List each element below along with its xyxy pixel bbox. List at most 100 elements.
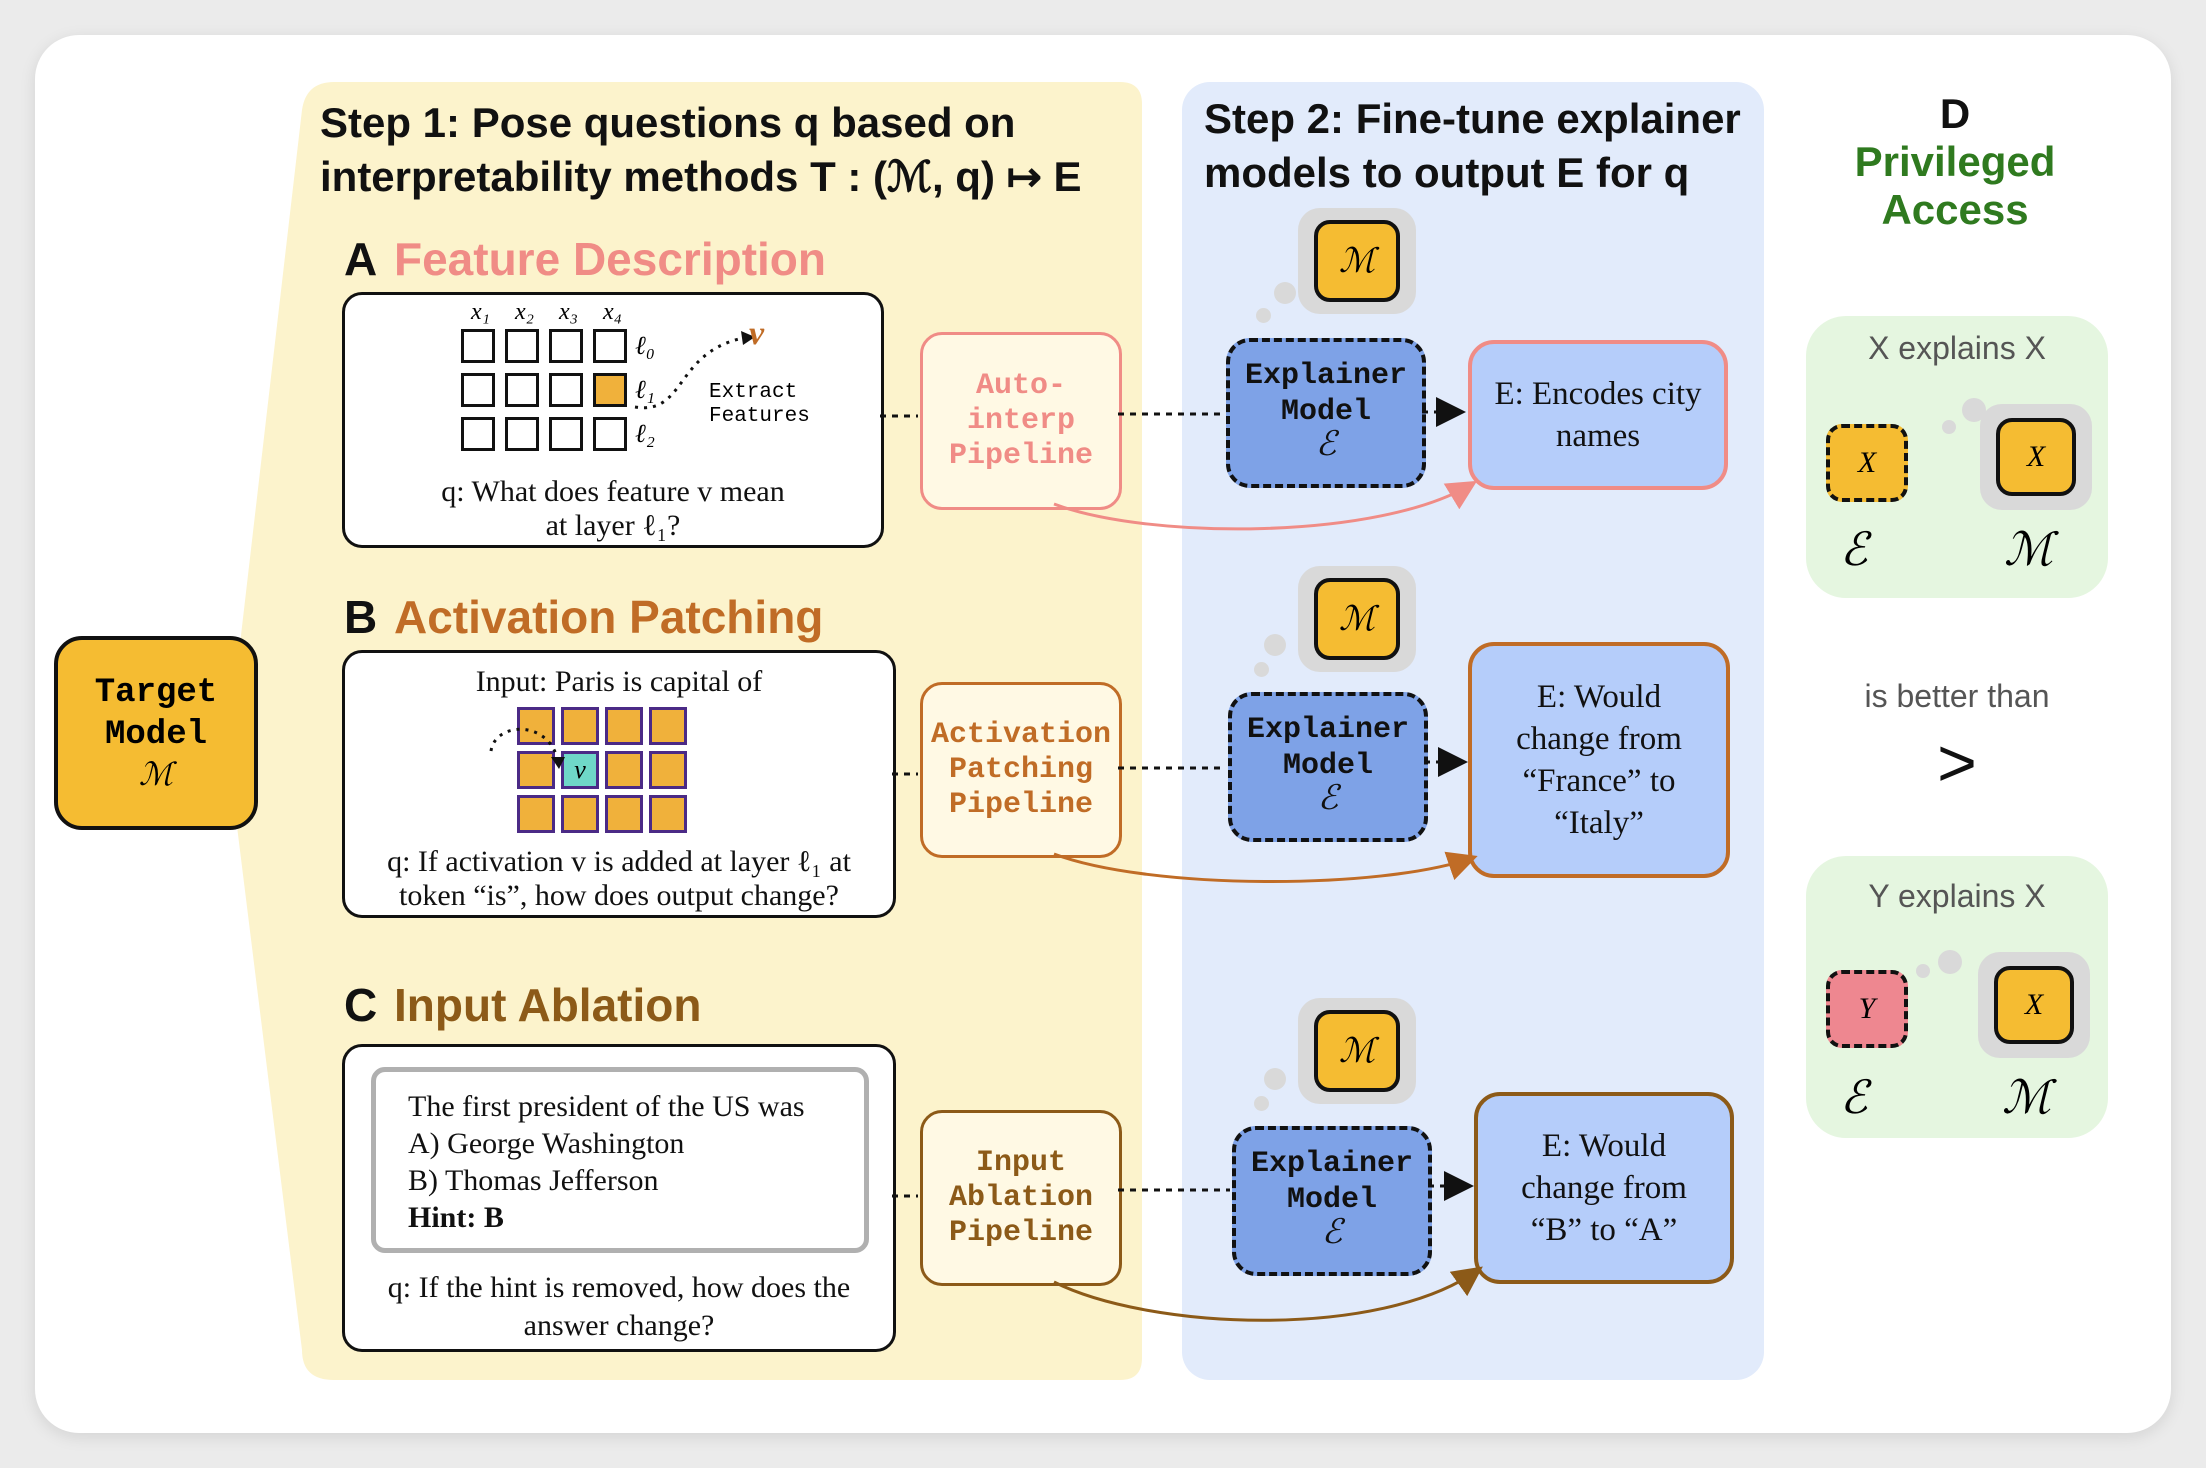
thought-dot (1938, 950, 1962, 974)
explainer-line1: Explainer (1250, 1147, 1414, 1181)
extract-arrow (634, 331, 755, 410)
section-b-explanation: E: Would change from “France” to “Italy” (1468, 642, 1730, 878)
section-b-question-box: Input: Paris is capital of v q: If activ… (342, 650, 896, 918)
thought-dot (1916, 964, 1930, 978)
explainer-line2: Model (1280, 395, 1371, 429)
bottom-explainer-box: Y (1826, 970, 1908, 1048)
step1-title-line1: Step 1: Pose questions q based on (320, 99, 1016, 146)
explainer-symbol: ℰ (1317, 780, 1339, 817)
top-explainer-symbol: ℰ (1840, 524, 1868, 575)
grid-cell (505, 329, 539, 363)
explainer-symbol: ℰ (1315, 426, 1337, 463)
activation-cell (605, 707, 643, 745)
panel-d-top-card: X explains X X X ℰ ℳ (1806, 316, 2108, 598)
extract-label-line2: Features (709, 405, 810, 428)
section-c-explainer-model[interactable]: Explainer Model ℰ (1232, 1126, 1432, 1276)
section-c-question-box: The first president of the US was A) Geo… (342, 1044, 896, 1352)
activation-cell (561, 707, 599, 745)
patching-pipeline-line2: Patching (948, 752, 1094, 787)
section-b-explanation-line3: “France” to (1522, 763, 1676, 799)
grid-cell (549, 373, 583, 407)
section-a-question-line1: q: What does feature v mean (441, 475, 785, 508)
activation-patching-pipeline[interactable]: Activation Patching Pipeline (920, 682, 1122, 858)
section-a-title: Feature Description (394, 233, 826, 285)
section-c-question-line1: q: If the hint is removed, how does the (387, 1271, 851, 1304)
thought-dot (1274, 282, 1296, 304)
thought-dot (1254, 1096, 1269, 1111)
activation-cell (649, 795, 687, 833)
input-ablation-pipeline[interactable]: Input Ablation Pipeline (920, 1110, 1122, 1286)
section-c-explanation-line1: E: Would (1541, 1128, 1667, 1164)
autointerp-pipeline[interactable]: Auto- interp Pipeline (920, 332, 1122, 510)
extract-label-line1: Extract (709, 381, 798, 404)
section-a-model-symbol: ℳ (1338, 243, 1376, 280)
thought-dot (1942, 420, 1956, 434)
grid-cell (549, 417, 583, 451)
activation-cell (605, 751, 643, 789)
grid-col-label-2: x₂ (515, 299, 534, 325)
grid-row-label-2: ℓ₂ (635, 419, 655, 448)
thought-dot (1254, 662, 1269, 677)
grid-col-label-1: x₁ (471, 299, 490, 325)
section-c-title: Input Ablation (394, 979, 702, 1031)
grid-cell-highlighted (593, 373, 627, 407)
section-b-explanation-line1: E: Would (1536, 679, 1662, 715)
section-a-explanation-line1: E: Encodes city (1494, 376, 1702, 412)
feature-vector-v: v (749, 315, 765, 352)
bottom-explainer-label: Y (1858, 992, 1876, 1025)
grid-col-label-3: x₃ (559, 299, 578, 325)
patched-vector-v: v (574, 755, 586, 784)
section-b-explainer-model[interactable]: Explainer Model ℰ (1228, 692, 1428, 842)
bottom-caption: Y explains X (1868, 878, 2046, 914)
section-a-explanation: E: Encodes city names (1468, 340, 1728, 490)
section-a-letter: A (344, 233, 378, 285)
grid-cell (505, 417, 539, 451)
step1-title: Step 1: Pose questions q based on interp… (320, 96, 1081, 204)
top-model-label: X (2026, 440, 2046, 473)
step2-title-line1: Step 2: Fine-tune explainer (1204, 95, 1741, 142)
prompt-box: The first president of the US was A) Geo… (371, 1067, 869, 1253)
section-c-model-symbol: ℳ (1338, 1033, 1376, 1070)
prompt-line3: B) Thomas Jefferson (408, 1164, 659, 1197)
ablation-pipeline-line3: Pipeline (948, 1215, 1094, 1250)
panel-d-title-line1: Privileged (1854, 138, 2056, 185)
section-a-question-line2: at layer ℓ₁? (545, 509, 681, 542)
section-c-model-icon: ℳ (1298, 998, 1416, 1104)
grid-cell (461, 373, 495, 407)
grid-row-label-1: ℓ₁ (635, 375, 655, 404)
panel-d-header: D Privileged Access (1810, 90, 2100, 234)
ablation-pipeline-line1: Input (975, 1145, 1066, 1180)
section-b-model-icon: ℳ (1298, 566, 1416, 672)
autointerp-pipeline-line1: Auto- (975, 368, 1066, 403)
target-model-box[interactable]: Target Model ℳ (54, 636, 258, 830)
explainer-line2: Model (1282, 749, 1373, 783)
prompt-line1: The first president of the US was (408, 1090, 805, 1123)
grid-cell (549, 329, 583, 363)
comparison-caption: is better than (1864, 678, 2050, 714)
bottom-model-icon: X (1978, 952, 2090, 1058)
section-b-explanation-line2: change from (1516, 721, 1682, 757)
section-c-explanation: E: Would change from “B” to “A” (1474, 1092, 1734, 1284)
section-b-question-line1: q: If activation v is added at layer ℓ₁ … (387, 845, 851, 878)
bottom-model-symbol: ℳ (2002, 1072, 2052, 1123)
section-b-input-text: Input: Paris is capital of (475, 665, 763, 698)
extract-features-label: Extract Features (709, 381, 810, 429)
explainer-line2: Model (1286, 1183, 1377, 1217)
activation-cell (649, 707, 687, 745)
section-a-question-box: x₁ x₂ x₃ x₄ ℓ₀ ℓ₁ ℓ₂ v Extract Features … (342, 292, 884, 548)
prompt-line2: A) George Washington (408, 1127, 685, 1160)
step2-title: Step 2: Fine-tune explainer models to ou… (1204, 92, 1741, 200)
target-model-line1: Target (94, 674, 218, 712)
section-b-title: Activation Patching (394, 591, 824, 643)
section-a-explainer-model[interactable]: Explainer Model ℰ (1226, 338, 1426, 488)
section-a-model-icon: ℳ (1298, 208, 1416, 314)
section-c-question: q: If the hint is removed, how does the … (345, 1269, 893, 1345)
activation-cell (517, 751, 555, 789)
section-c-explanation-line2: change from (1521, 1170, 1687, 1206)
panel-d-bottom-card: Y explains X Y X ℰ ℳ (1806, 856, 2108, 1138)
grid-cell (461, 417, 495, 451)
explainer-line1: Explainer (1246, 713, 1410, 747)
thought-dot (1264, 634, 1286, 656)
top-model-symbol: ℳ (2004, 524, 2054, 575)
activation-cell (605, 795, 643, 833)
